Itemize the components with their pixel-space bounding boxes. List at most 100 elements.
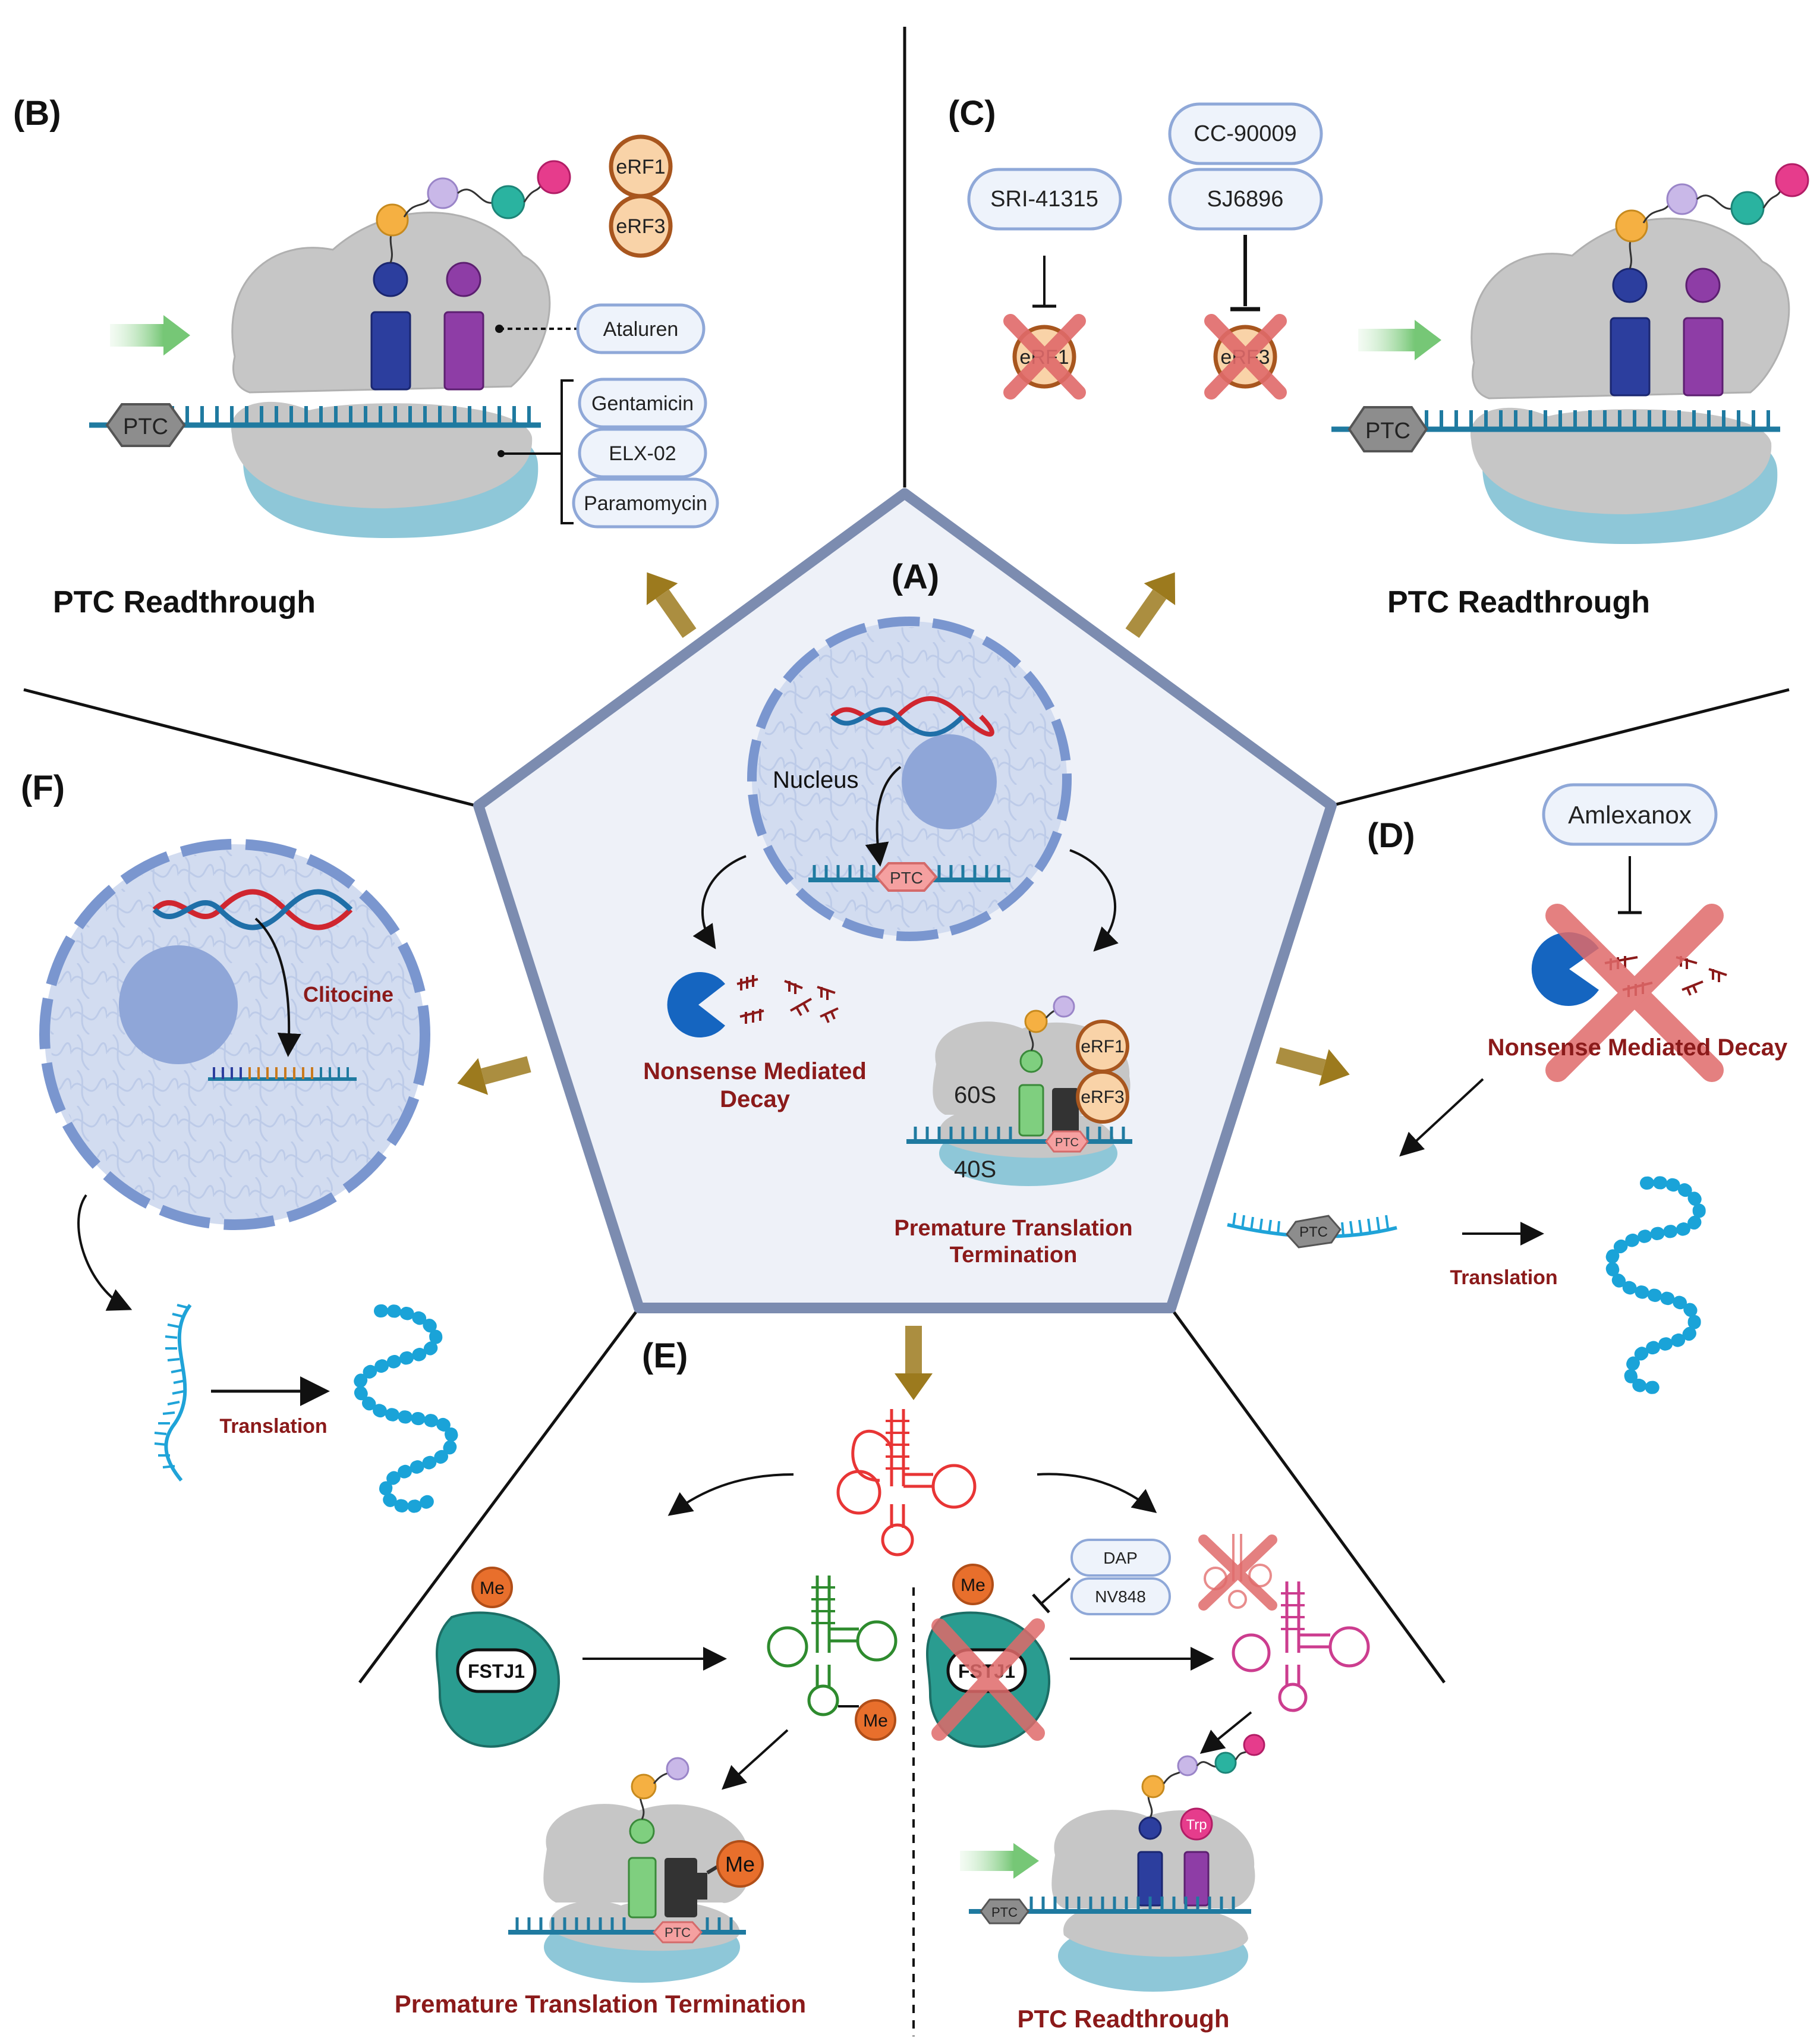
cross-icon	[1003, 314, 1086, 400]
erf3-label-b: eRF3	[616, 215, 665, 238]
panel-label-f: (F)	[21, 769, 65, 807]
trna-cloverleaf-e-top	[836, 1409, 977, 1556]
ribosome-e-left: Me PTC	[508, 1757, 764, 1983]
title-c: PTC Readthrough	[1387, 585, 1650, 620]
enzyme-fstj1-left: FSTJ1	[436, 1611, 560, 1748]
mrna-d: PTC	[1227, 1212, 1397, 1249]
protein-chain-f	[352, 1304, 459, 1513]
me-label-3: Me	[725, 1852, 755, 1876]
trna-purple-b	[443, 311, 484, 391]
ptc-label-e-right: PTC	[991, 1905, 1018, 1920]
nucleus-f	[39, 839, 430, 1230]
me-badge-trna	[855, 1699, 896, 1741]
fstj1-label-left: FSTJ1	[468, 1661, 525, 1682]
pill-gentamicin	[578, 378, 707, 429]
pill-elx02	[578, 427, 707, 479]
erf3-ball-b	[609, 194, 673, 258]
pill-dap	[1070, 1539, 1171, 1577]
panel-label-b: (B)	[13, 94, 61, 133]
small-subunit-label: 40S	[954, 1156, 996, 1183]
translation-label-d: Translation	[1450, 1266, 1557, 1289]
pill-cc90009	[1168, 102, 1323, 165]
erf1-crossed-c: eRF1	[1003, 314, 1086, 400]
erf1-label-a: eRF1	[1081, 1037, 1124, 1056]
erf3-label-a: eRF3	[1081, 1087, 1124, 1107]
trna-cloverleaf-methylated	[767, 1576, 898, 1716]
panel-label-c: (C)	[948, 94, 996, 133]
ribosome-c: PTC	[1331, 163, 1809, 544]
green-arrow-c	[1358, 329, 1415, 351]
erf3-ball-a	[1076, 1070, 1129, 1124]
pill-nv848	[1070, 1577, 1171, 1615]
translation-label-f: Translation	[219, 1415, 327, 1438]
nmd-label-1: Nonsense Mediated	[643, 1058, 867, 1084]
trna-cloverleaf-unmodified	[1232, 1581, 1370, 1712]
amlexanox-label: Amlexanox	[1568, 801, 1692, 829]
ptc-label-e-left: PTC	[665, 1925, 691, 1940]
title-e-left: Premature Translation Termination	[395, 1990, 806, 2018]
me-label-2: Me	[863, 1711, 888, 1731]
panel-label-d: (D)	[1367, 816, 1415, 855]
me-badge-e-right	[952, 1564, 994, 1605]
dna-helix-a	[830, 696, 994, 737]
enzyme-fstj1-right: FSTJ1	[926, 1611, 1050, 1748]
pill-sj6896	[1168, 168, 1323, 231]
me-label-4: Me	[961, 1576, 985, 1595]
clitocine-label: Clitocine	[303, 982, 393, 1007]
pill-paramomycin	[572, 477, 719, 529]
ribosome-e-right: Trp PTC	[969, 1734, 1265, 1992]
title-e-right: PTC Readthrough	[1018, 2005, 1230, 2033]
protein-chain-d	[1605, 1176, 1706, 1394]
paramomycin-label: Paramomycin	[584, 492, 707, 515]
nucleus-a: Nucleus PTC	[747, 617, 1072, 941]
gentamicin-label: Gentamicin	[591, 392, 694, 415]
erf1-label-b: eRF1	[616, 156, 665, 178]
panel-label-a: (A)	[892, 558, 940, 596]
green-arrow-e	[960, 1851, 1013, 1871]
ptc-label-a: PTC	[890, 869, 923, 887]
pill-ataluren	[576, 303, 706, 354]
trna-green-a	[1018, 1084, 1044, 1137]
cross-icon	[1545, 904, 1724, 1082]
erf-block-a	[1052, 1088, 1079, 1136]
cross-icon	[1204, 314, 1287, 400]
mrna-a: PTC	[808, 862, 1010, 892]
nmd-label-2: Decay	[720, 1086, 791, 1112]
large-subunit-label: 60S	[954, 1082, 996, 1108]
me-label-1: Me	[480, 1578, 505, 1598]
cross-icon	[931, 1618, 1045, 1741]
elx02-label: ELX-02	[609, 442, 676, 465]
me-badge-ribosome	[716, 1840, 764, 1888]
panel-label-e: (E)	[642, 1337, 688, 1375]
ptt-label-1: Premature Translation	[894, 1216, 1132, 1241]
ptc-hexagon-a	[875, 862, 938, 892]
erf3-crossed-c: eRF3	[1204, 314, 1287, 400]
nmd-label-d: Nonsense Mediated Decay	[1488, 1034, 1788, 1061]
nucleolus	[902, 734, 997, 829]
title-b: PTC Readthrough	[53, 585, 316, 620]
ptt-label-2: Termination	[950, 1243, 1078, 1268]
cross-icon	[1198, 1534, 1277, 1611]
cc90009-label: CC-90009	[1194, 121, 1296, 146]
me-badge-e-left	[471, 1567, 513, 1608]
divider-lines	[23, 27, 1790, 1684]
sri41315-label: SRI-41315	[990, 187, 1098, 212]
fstj1-box-left	[456, 1648, 537, 1693]
trna-blue-b	[370, 311, 411, 391]
trna-crossed-small	[1198, 1534, 1277, 1611]
trp-ball	[1180, 1807, 1213, 1841]
nv848-label: NV848	[1095, 1587, 1146, 1606]
ptc-hexagon-b	[105, 403, 186, 447]
sj6896-label: SJ6896	[1207, 187, 1284, 212]
ptc-label-a-small: PTC	[1055, 1136, 1079, 1149]
ptc-label-c: PTC	[1365, 419, 1410, 444]
trp-label: Trp	[1186, 1817, 1207, 1833]
pill-amlexanox	[1542, 783, 1718, 846]
pacman-exonuclease-a	[667, 972, 839, 1038]
mrna-f	[154, 1304, 192, 1482]
ptc-label-d: PTC	[1299, 1224, 1328, 1240]
ptc-label-b: PTC	[123, 414, 168, 439]
dap-label: DAP	[1103, 1549, 1138, 1567]
nucleus-label: Nucleus	[773, 767, 859, 793]
